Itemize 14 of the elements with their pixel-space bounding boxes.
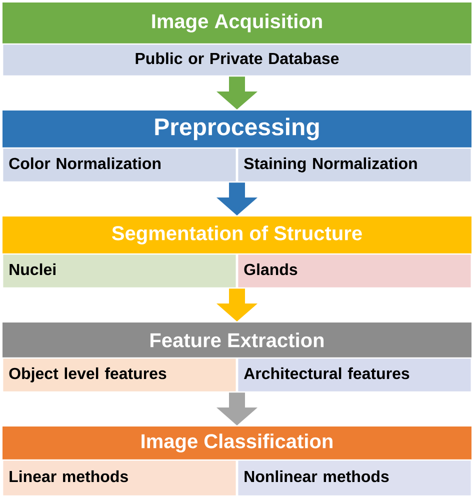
header-band: Image Classification: [2, 426, 472, 460]
sub-box: Object level features: [2, 357, 237, 393]
sub-box: Color Normalization: [2, 147, 237, 183]
sub-box: Glands: [237, 253, 472, 289]
sub-box: Nuclei: [2, 253, 237, 289]
header-band: Image Acquisition: [2, 2, 472, 44]
sub-box: Nonlinear methods: [237, 459, 472, 497]
sub-box: Public or Private Database: [2, 43, 472, 77]
sub-box: Staining Normalization: [237, 147, 472, 183]
sub-box: Linear methods: [2, 459, 237, 497]
header-band: Segmentation of Structure: [2, 216, 472, 254]
header-band: Preprocessing: [2, 110, 472, 148]
header-band: Feature Extraction: [2, 322, 472, 358]
sub-box: Architectural features: [237, 357, 472, 393]
